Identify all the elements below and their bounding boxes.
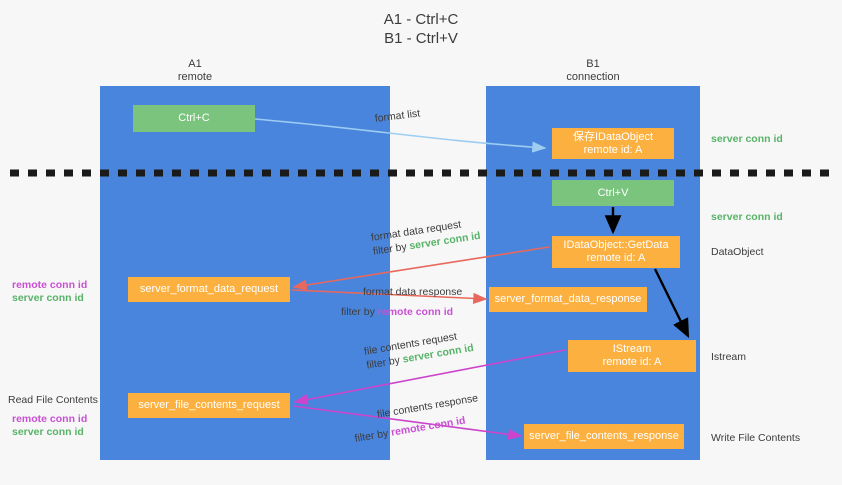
column-b1-name: B1 bbox=[586, 58, 600, 70]
title-line-1: A1 - Ctrl+C bbox=[383, 11, 459, 28]
left-label-remote-conn-id-2: remote conn id bbox=[12, 413, 88, 425]
column-b1-sub: connection bbox=[566, 71, 620, 83]
column-a1-name: A1 bbox=[188, 58, 202, 70]
arrow-getdata-to-istream bbox=[653, 268, 690, 339]
format-data-response-filter: filter by remote conn id bbox=[341, 305, 462, 319]
arrow-format-data-request bbox=[292, 246, 550, 291]
column-a1-sub: remote bbox=[177, 71, 213, 83]
box-ctrl-v-label: Ctrl+V bbox=[597, 186, 629, 199]
box-server-format-data-response-label: server_format_data_response bbox=[494, 293, 642, 305]
box-server-file-contents-request-label: server_file_contents_request bbox=[138, 399, 280, 411]
box-server-format-data-request[interactable]: server_format_data_request bbox=[128, 277, 290, 302]
right-label-dataobject: DataObject bbox=[711, 246, 764, 258]
box-getdata-line2: remote id: A bbox=[586, 252, 646, 264]
format-data-response-text: format data response bbox=[363, 286, 463, 298]
remote-conn-id-inline-1: remote conn id bbox=[377, 306, 454, 318]
title-line-2: B1 - Ctrl+V bbox=[384, 30, 458, 47]
box-save-idataobject-line1: 保存IDataObject bbox=[572, 130, 654, 143]
right-label-server-conn-id-top: server conn id bbox=[711, 133, 783, 145]
right-label-istream: Istream bbox=[711, 351, 747, 363]
box-ctrl-c[interactable]: Ctrl+C bbox=[133, 105, 255, 132]
edge-label-format-data-response: format data response filter by remote co… bbox=[341, 285, 463, 319]
left-label-server-conn-id-2: server conn id bbox=[12, 426, 84, 438]
left-label-remote-conn-id-1: remote conn id bbox=[12, 279, 88, 291]
box-ctrl-c-label: Ctrl+C bbox=[178, 112, 210, 124]
box-istream-line1: IStream bbox=[612, 343, 652, 355]
box-server-format-data-request-label: server_format_data_request bbox=[139, 283, 279, 295]
arrow-file-contents-response bbox=[292, 405, 523, 440]
column-header-b1: B1 connection bbox=[513, 58, 673, 84]
box-istream[interactable]: IStream remote id: A bbox=[568, 340, 696, 372]
left-label-read-file-contents: Read File Contents bbox=[8, 394, 98, 406]
left-label-server-conn-id-1: server conn id bbox=[12, 292, 84, 304]
right-label-server-conn-id-second: server conn id bbox=[711, 211, 783, 223]
arrow-format-data-response bbox=[291, 289, 488, 305]
box-server-file-contents-response[interactable]: server_file_contents_response bbox=[524, 424, 684, 449]
page-title: A1 - Ctrl+C B1 - Ctrl+V bbox=[0, 10, 842, 48]
arrow-format-list bbox=[254, 118, 547, 153]
box-save-idataobject[interactable]: 保存IDataObject remote id: A bbox=[552, 128, 674, 159]
column-header-a1: A1 remote bbox=[115, 58, 275, 84]
filter-by-text-2: filter by bbox=[341, 306, 375, 318]
arrow-file-contents-request bbox=[293, 349, 566, 406]
box-idataobject-getdata[interactable]: IDataObject::GetData remote id: A bbox=[552, 236, 680, 268]
box-server-file-contents-response-label: server_file_contents_response bbox=[529, 430, 679, 442]
box-server-file-contents-request[interactable]: server_file_contents_request bbox=[128, 393, 290, 418]
right-label-write-file-contents: Write File Contents bbox=[711, 432, 801, 444]
box-save-idataobject-line2: remote id: A bbox=[583, 143, 643, 156]
box-istream-line2: remote id: A bbox=[602, 356, 662, 368]
box-getdata-line1: IDataObject::GetData bbox=[563, 239, 669, 251]
box-ctrl-v[interactable]: Ctrl+V bbox=[552, 180, 674, 206]
box-server-format-data-response[interactable]: server_format_data_response bbox=[489, 287, 647, 312]
